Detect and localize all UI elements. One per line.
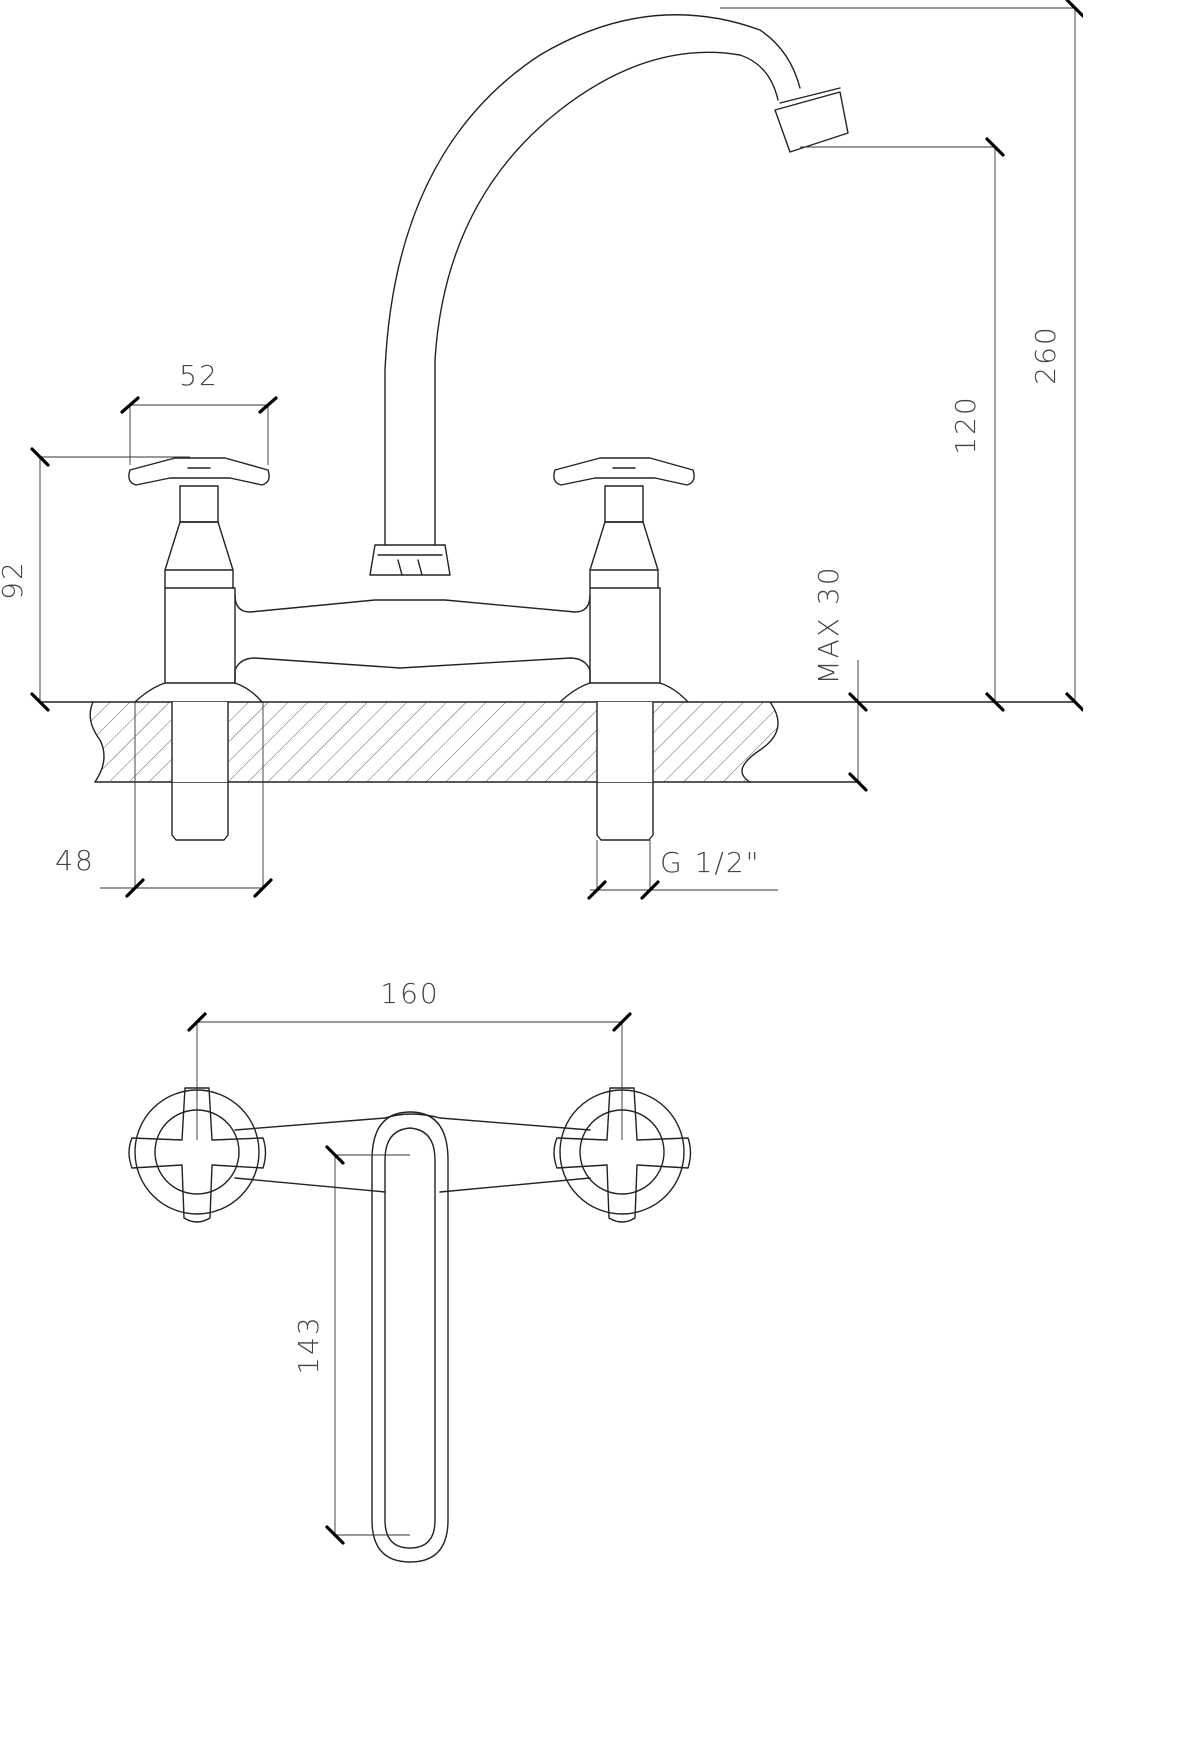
dim-thread-size: G 1/2" <box>587 840 778 900</box>
dim-label-160: 160 <box>380 977 439 1010</box>
left-flange <box>134 682 263 703</box>
left-cross-handle <box>128 457 270 486</box>
right-shank <box>596 701 654 841</box>
left-handle-top <box>128 1087 267 1223</box>
dim-label-143: 143 <box>292 1315 325 1374</box>
dim-outlet-height: 120 <box>800 137 1005 712</box>
bridge-lower <box>234 657 591 684</box>
right-flange <box>559 682 689 703</box>
faucet-technical-drawing: 52 92 120 260 <box>0 0 1083 1563</box>
dim-handle-width: 52 <box>120 359 278 465</box>
dim-base-height: 92 <box>0 447 190 712</box>
dim-label-thread: G 1/2" <box>660 846 761 879</box>
dim-label-48: 48 <box>55 844 95 877</box>
side-view: 52 92 120 260 <box>0 0 1083 900</box>
right-handle-top <box>553 1087 692 1223</box>
top-bridge <box>234 1113 591 1193</box>
right-valve-body <box>589 485 661 684</box>
spout-nut <box>369 544 451 576</box>
swan-neck-spout <box>384 14 849 546</box>
right-cross-handle <box>553 457 695 486</box>
dim-max-thickness: MAX 30 <box>812 565 868 792</box>
dim-label-260: 260 <box>1029 325 1062 384</box>
dim-label-52: 52 <box>179 359 219 392</box>
bridge-upper <box>234 594 591 613</box>
dim-label-max30: MAX 30 <box>812 565 845 684</box>
top-view: 160 143 <box>128 977 692 1563</box>
dim-shank-width: 48 <box>55 702 273 898</box>
dim-spout-reach: 143 <box>292 1145 410 1545</box>
top-spout <box>371 1111 449 1563</box>
left-shank <box>171 701 229 841</box>
dim-label-92: 92 <box>0 560 29 600</box>
left-valve-body <box>164 485 236 684</box>
dim-label-120: 120 <box>949 395 982 454</box>
dim-centre-distance: 160 <box>187 977 632 1100</box>
dim-total-height: 260 <box>720 0 1083 712</box>
